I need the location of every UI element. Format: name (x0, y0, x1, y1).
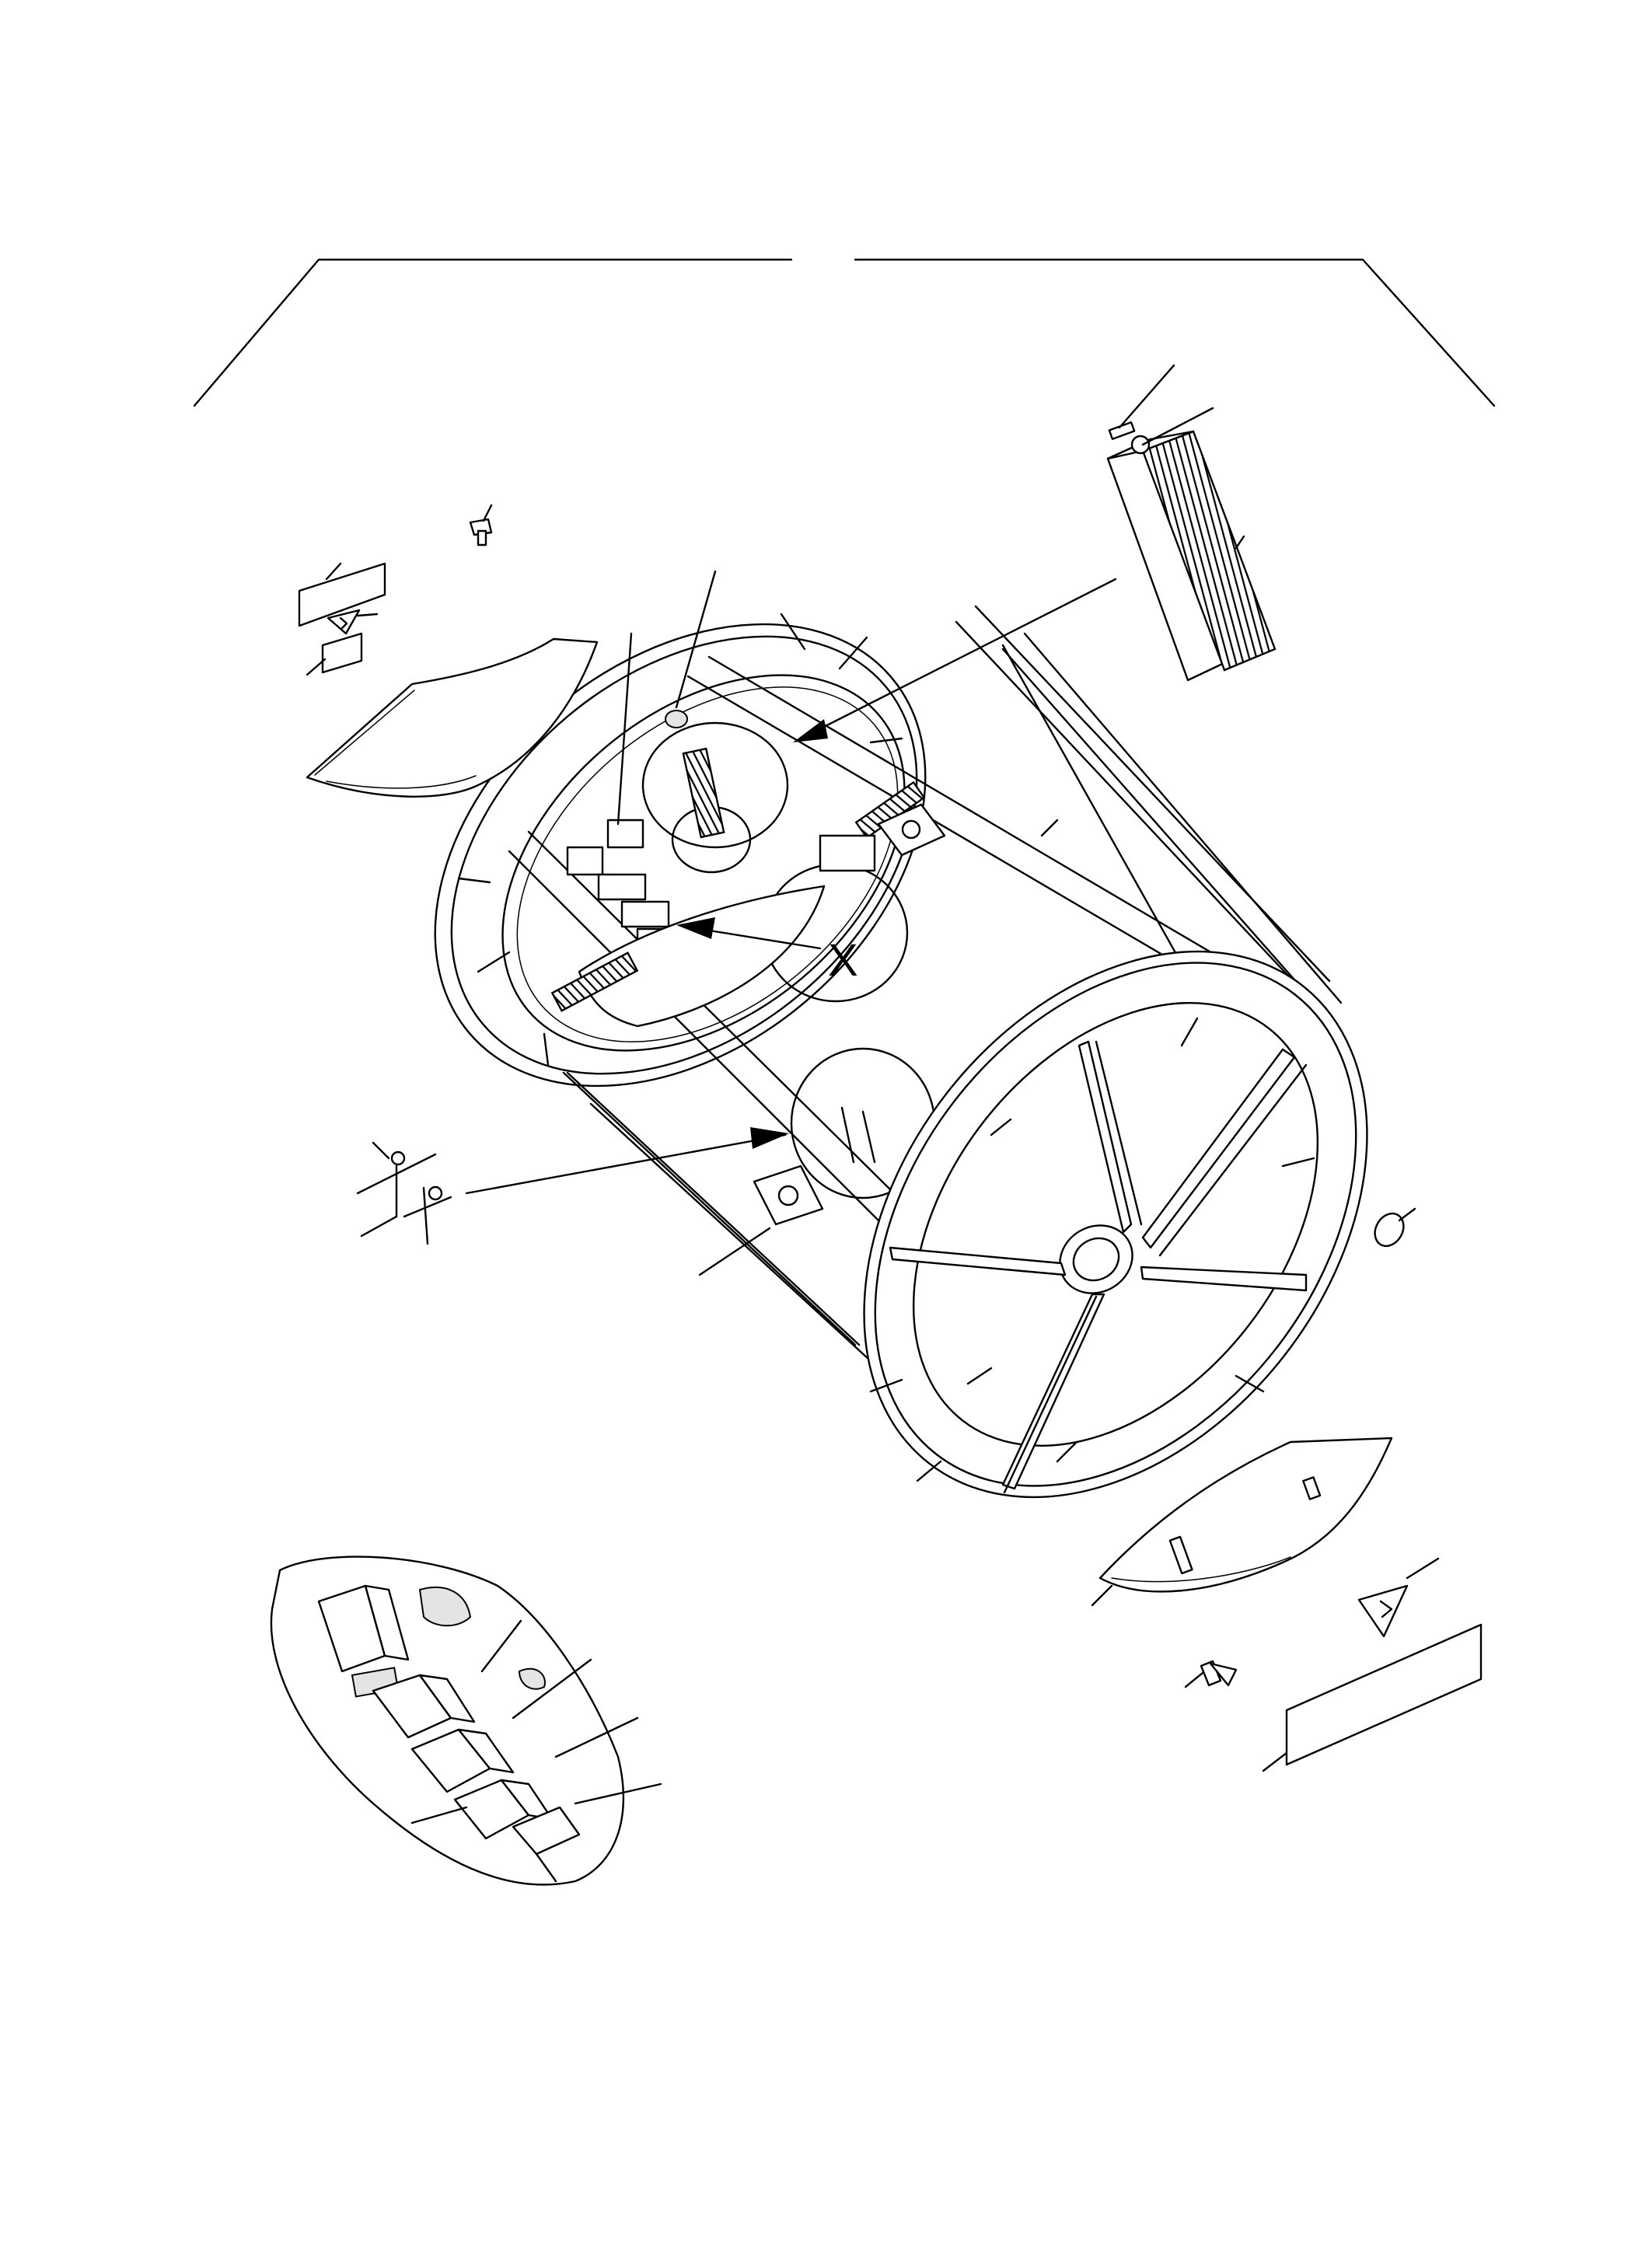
screw-icon (1184, 1660, 1238, 1688)
cap-icon (1374, 1207, 1416, 1248)
bolt-icon (356, 1141, 452, 1245)
contactor-2 (372, 1674, 476, 1739)
detail-x-callout: X (676, 917, 858, 986)
heater-strip-left (550, 951, 639, 1012)
top-bracket (193, 258, 1496, 407)
contactor-4 (453, 1779, 554, 1840)
small-label-top (306, 632, 363, 676)
detail-x-view (270, 1555, 662, 1886)
cover-plate-top (306, 637, 599, 798)
flange-spokes (889, 1040, 1308, 1494)
back-flange (434, 613, 927, 1088)
mounting-pad-lower (753, 1164, 824, 1226)
high-voltage-warning-icon (327, 609, 379, 635)
warning-label-bottom (1262, 1623, 1483, 1772)
cable-drum (434, 605, 1368, 1499)
flange-hub (1059, 1224, 1133, 1294)
contactor-5 (512, 1806, 581, 1883)
detail-x-label: X (828, 935, 858, 986)
high-voltage-warning-icon (1357, 1557, 1440, 1638)
inner-heater-element (682, 747, 725, 839)
cover-plate-bottom (1091, 1437, 1393, 1607)
contactor-3 (410, 1728, 515, 1793)
warning-label-top (298, 562, 386, 627)
mounting-pad-upper (877, 803, 946, 857)
leader-lines (465, 570, 1059, 1276)
front-flange (863, 950, 1368, 1499)
inner-top-plate (641, 721, 789, 849)
heater-module (793, 364, 1277, 742)
screw-icon (469, 504, 493, 546)
